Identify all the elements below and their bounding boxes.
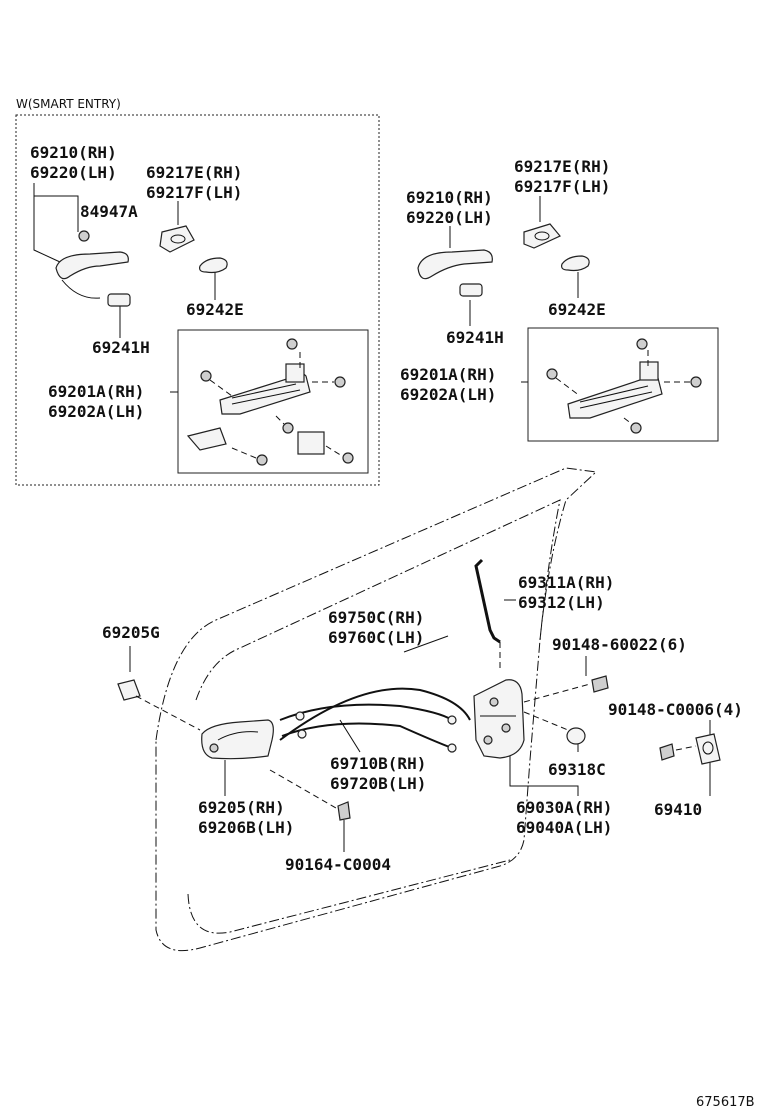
- std-pad: [561, 255, 590, 272]
- label-inner-rh: 69205(RH): [198, 798, 285, 817]
- screw-90148-c0006: [659, 743, 675, 761]
- std-pad2: [459, 283, 483, 297]
- se-bolt: [78, 230, 90, 242]
- cap-69318c: [566, 727, 586, 745]
- label-se-bolt: 84947A: [80, 202, 138, 221]
- section-title: W(SMART ENTRY): [16, 97, 121, 111]
- label-rod-rh: 69311A(RH): [518, 573, 614, 592]
- label-std-frame-rh: 69201A(RH): [400, 365, 496, 384]
- standard-inner-box: [527, 327, 719, 442]
- label-rod-lh: 69312(LH): [518, 593, 605, 612]
- label-inner-lh: 69206B(LH): [198, 818, 294, 837]
- label-se-handle-rh: 69210(RH): [30, 143, 117, 162]
- smart-entry-inner-box: [177, 329, 369, 474]
- label-screw2: 90148-C0006(4): [608, 700, 743, 719]
- lock-rod: [474, 558, 501, 668]
- label-std-cap-rh: 69217E(RH): [514, 157, 610, 176]
- label-se-handle-lh: 69220(LH): [30, 163, 117, 182]
- se-pad: [199, 257, 228, 274]
- label-cable2-lh: 69720B(LH): [330, 774, 426, 793]
- striker-69410: [695, 733, 721, 765]
- label-screw1: 90148-60022(6): [552, 635, 687, 654]
- inner-bezel-cap: [117, 679, 141, 701]
- label-cable2-rh: 69710B(RH): [330, 754, 426, 773]
- label-std-handle-lh: 69220(LH): [406, 208, 493, 227]
- inner-handle: [201, 719, 274, 760]
- label-std-cap-lh: 69217F(LH): [514, 177, 610, 196]
- se-pad2: [107, 293, 131, 307]
- label-lock-rh: 69030A(RH): [516, 798, 612, 817]
- std-frame: [546, 338, 702, 434]
- label-striker: 69410: [654, 800, 702, 819]
- screw-90164-c0004: [337, 801, 351, 821]
- label-screw3: 90164-C0004: [285, 855, 391, 874]
- label-se-frame-rh: 69201A(RH): [48, 382, 144, 401]
- cables: [279, 687, 471, 753]
- label-std-pad2: 69241H: [446, 328, 504, 347]
- label-se-cap-rh: 69217E(RH): [146, 163, 242, 182]
- label-std-pad: 69242E: [548, 300, 606, 319]
- std-outer-handle: [417, 249, 493, 280]
- figure-code: 675617B: [696, 1095, 755, 1110]
- label-std-handle-rh: 69210(RH): [406, 188, 493, 207]
- label-se-frame-lh: 69202A(LH): [48, 402, 144, 421]
- se-frame: [186, 338, 354, 466]
- label-se-pad2: 69241H: [92, 338, 150, 357]
- label-cable1-lh: 69760C(LH): [328, 628, 424, 647]
- label-lock-lh: 69040A(LH): [516, 818, 612, 837]
- label-se-cap-lh: 69217F(LH): [146, 183, 242, 202]
- se-outer-handle: [55, 251, 129, 299]
- label-std-frame-lh: 69202A(LH): [400, 385, 496, 404]
- label-inner-bezel: 69205G: [102, 623, 160, 642]
- label-se-pad: 69242E: [186, 300, 244, 319]
- label-cable1-rh: 69750C(RH): [328, 608, 424, 627]
- smart-entry-box: [15, 114, 380, 486]
- std-handle-cap: [523, 223, 561, 249]
- label-cap: 69318C: [548, 760, 606, 779]
- screw-90148-60022: [591, 675, 609, 693]
- door-lock-assembly: [473, 679, 525, 759]
- se-handle-cap: [159, 225, 195, 253]
- door-panel-outline: [155, 467, 598, 952]
